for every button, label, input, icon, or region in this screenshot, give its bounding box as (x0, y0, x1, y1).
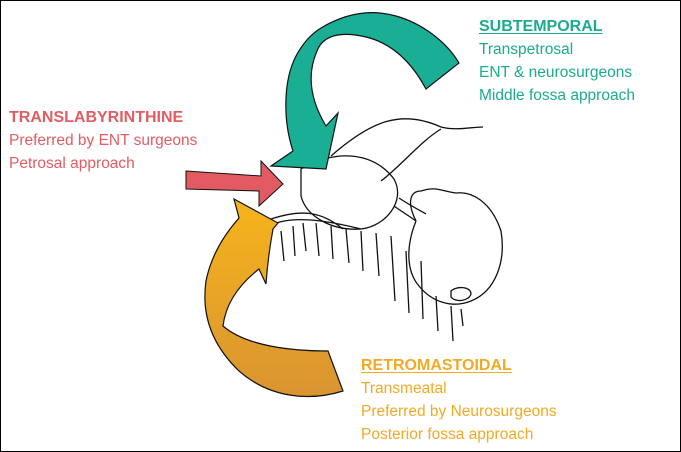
translabyrinthine-line: Preferred by ENT surgeons (9, 132, 198, 149)
retromastoidal-label: RETROMASTOIDAL Transmeatal Preferred by … (361, 354, 557, 446)
subtemporal-arrow (269, 12, 460, 170)
translabyrinthine-line: Petrosal approach (9, 155, 135, 172)
subtemporal-line: Transpetrosal (479, 41, 574, 58)
subtemporal-label: SUBTEMPORAL Transpetrosal ENT & neurosur… (479, 15, 635, 107)
retromastoidal-line: Posterior fossa approach (361, 426, 534, 443)
translabyrinthine-label: TRANSLABYRINTHINE Preferred by ENT surge… (9, 106, 197, 175)
subtemporal-line: ENT & neurosurgeons (479, 64, 633, 81)
retromastoidal-arrow (204, 197, 344, 398)
retromastoidal-title: RETROMASTOIDAL (361, 357, 512, 374)
retromastoidal-line: Transmeatal (361, 380, 447, 397)
subtemporal-title: SUBTEMPORAL (479, 18, 603, 35)
translabyrinthine-title: TRANSLABYRINTHINE (9, 109, 184, 126)
brainstem-drawing (270, 118, 503, 342)
retromastoidal-line: Preferred by Neurosurgeons (361, 403, 557, 420)
subtemporal-line: Middle fossa approach (479, 87, 635, 104)
translabyrinthine-arrow (185, 159, 284, 208)
